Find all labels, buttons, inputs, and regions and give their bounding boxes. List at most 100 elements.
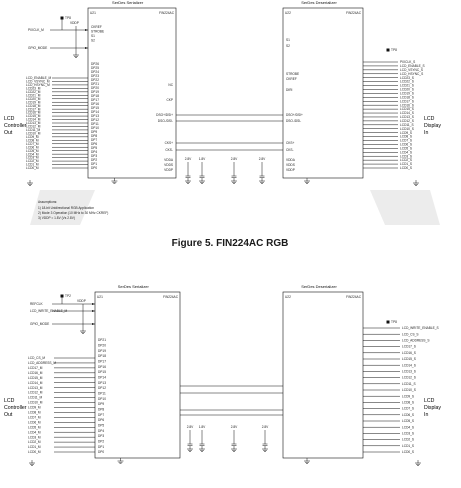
- serializer-title: SerDes Serializer: [112, 0, 144, 5]
- serializer-chip: [87, 7, 177, 179]
- test-point: [386, 48, 390, 52]
- serializer-pin-label: DP15: [98, 370, 106, 374]
- data-signal-label: LCD12_M: [26, 125, 41, 129]
- serializer-pin-label: DP26: [91, 62, 99, 66]
- output-signal-label: LCD13_S: [400, 115, 414, 119]
- serializer-pin-label: CKS+: [165, 141, 174, 145]
- data-signal-label: LCD20_M: [26, 97, 41, 101]
- serializer-pin-label: DP10: [91, 126, 99, 130]
- output-signal-label: LCD_VSYNC_S: [400, 68, 423, 72]
- input-signal-label: LCD_WRITE_ENABLE_M: [30, 309, 68, 313]
- serializer-pin-label: DP20: [91, 86, 99, 90]
- output-signal-label: LCD19_S: [400, 92, 414, 96]
- output-signal-label: LCD23_S: [400, 76, 414, 80]
- data-signal-label: LCD7_M: [26, 142, 39, 146]
- serializer-pin-label: STROBE: [91, 30, 104, 34]
- serializer-pin-label: DP7: [98, 413, 104, 417]
- serializer-pin-label: DP3: [98, 434, 104, 438]
- deserializer-title: SerDes Deserializer: [301, 0, 337, 5]
- serializer-ref: U21: [90, 11, 96, 15]
- test-point-label: TP8: [391, 320, 397, 324]
- data-signal-label: LCD14_M: [28, 381, 43, 385]
- serializer-pin-label: DP13: [98, 381, 106, 385]
- data-signal-label: LCD_ADDRESS_M: [28, 361, 56, 365]
- serializer-pin-label: DP11: [98, 391, 106, 395]
- output-signal-label: LCD0_S: [400, 166, 412, 170]
- serializer-pin-label: DP24: [91, 70, 99, 74]
- serializer-pin-label: CKS-: [165, 148, 173, 152]
- input-signal-label: PIXCLK_M: [28, 28, 44, 32]
- output-signal-label: LCD8_S: [400, 135, 412, 139]
- output-signal-label: LCD20_S: [400, 88, 414, 92]
- data-signal-label: LCD19_M: [26, 100, 41, 104]
- data-signal-label: LCD16_M: [26, 111, 41, 115]
- deserializer-pin-label: VDDP: [286, 168, 295, 172]
- serializer-pin-label: DP25: [91, 66, 99, 70]
- side-label-left: Out: [4, 412, 13, 418]
- output-signal-label: LCD_HSYNC_S: [400, 72, 423, 76]
- deserializer-pin-label: S1: [286, 38, 290, 42]
- data-signal-label: LCD17_M: [26, 107, 41, 111]
- output-signal-label: LCD18_S: [400, 95, 414, 99]
- serializer-pin-label: DP20: [98, 343, 106, 347]
- figure-caption: Figure 5. FIN224AC RGB: [172, 238, 289, 249]
- deserializer-pin-label: DSO-/DSI-: [286, 119, 301, 123]
- serializer-pin-label: DP11: [91, 122, 99, 126]
- data-signal-label: LCD11_M: [28, 396, 42, 400]
- output-signal-label: LCD4_S: [400, 150, 412, 154]
- voltage-label: 2.8V: [231, 157, 238, 161]
- output-signal-label: LCD15_S: [402, 357, 416, 361]
- arrow: [92, 323, 95, 325]
- output-signal-label: LCD5_S: [402, 419, 414, 423]
- output-signal-label: LCD4_S: [402, 425, 414, 429]
- side-label-right: In: [424, 412, 428, 418]
- test-point-label: TP8: [391, 48, 397, 52]
- output-signal-label: LCD10_S: [402, 388, 416, 392]
- data-signal-label: LCD4_M: [28, 430, 41, 434]
- serializer-pin-label: DP16: [91, 102, 99, 106]
- serializer-pin-label: DP9: [91, 130, 97, 134]
- voltage-label: 2.8V: [187, 425, 194, 429]
- deserializer-ref: U22: [285, 295, 291, 299]
- input-signal-label: REFCLK: [30, 302, 43, 306]
- side-label-left: LCD: [4, 398, 15, 404]
- serializer-pin-label: DP22: [91, 78, 99, 82]
- voltage-label: 2.8V: [185, 157, 192, 161]
- vddp-label: VDDP: [77, 299, 86, 303]
- serializer-pin-label: S1: [91, 34, 95, 38]
- serializer-pin-label: DP12: [98, 386, 106, 390]
- serializer-part: FIN224AC: [159, 11, 175, 15]
- serializer-pin-label: DSO-/DSI-: [158, 119, 173, 123]
- output-signal-label: LCD12_S: [400, 119, 414, 123]
- deserializer-ref: U22: [285, 11, 291, 15]
- data-signal-label: LCD8_M: [28, 411, 41, 415]
- output-signal-label: LCD_CS_S: [402, 332, 418, 336]
- output-signal-label: LCD10_S: [400, 127, 414, 131]
- deserializer-part: FIN224AC: [346, 295, 362, 299]
- deserializer-title: SerDes Deserializer: [301, 284, 337, 289]
- data-signal-label: LCD9_M: [28, 406, 41, 410]
- serializer-pin-label: DP14: [91, 110, 99, 114]
- deserializer-chip: [282, 291, 364, 459]
- serializer-pin-label: DP17: [98, 359, 106, 363]
- data-signal-label: LCD3_M: [26, 156, 39, 160]
- input-signal-label: GPIO_MODE: [28, 46, 47, 50]
- data-signal-label: LCD12_M: [28, 391, 43, 395]
- data-signal-label: LCD1_M: [28, 445, 41, 449]
- output-signal-label: LCD22_S: [400, 80, 414, 84]
- serializer-pin-label: DP13: [91, 114, 99, 118]
- serializer-pin-label: DP18: [98, 354, 106, 358]
- serializer-pin-label: DP0: [91, 166, 97, 170]
- serializer-pin-label: DP15: [91, 106, 99, 110]
- data-signal-label: LCD_HSYNC_M: [26, 83, 50, 87]
- data-signal-label: LCD18_M: [26, 104, 41, 108]
- serializer-pin-label: S2: [91, 39, 95, 43]
- data-signal-label: LCD9_M: [26, 135, 39, 139]
- serializer-pin-label: DP23: [91, 74, 99, 78]
- output-signal-label: LCD13_S: [402, 370, 416, 374]
- output-signal-label: LCD9_S: [400, 131, 412, 135]
- serializer-pin-label: DP4: [98, 429, 104, 433]
- voltage-label: 2.8V: [231, 425, 238, 429]
- output-signal-label: LCD1_S: [402, 444, 414, 448]
